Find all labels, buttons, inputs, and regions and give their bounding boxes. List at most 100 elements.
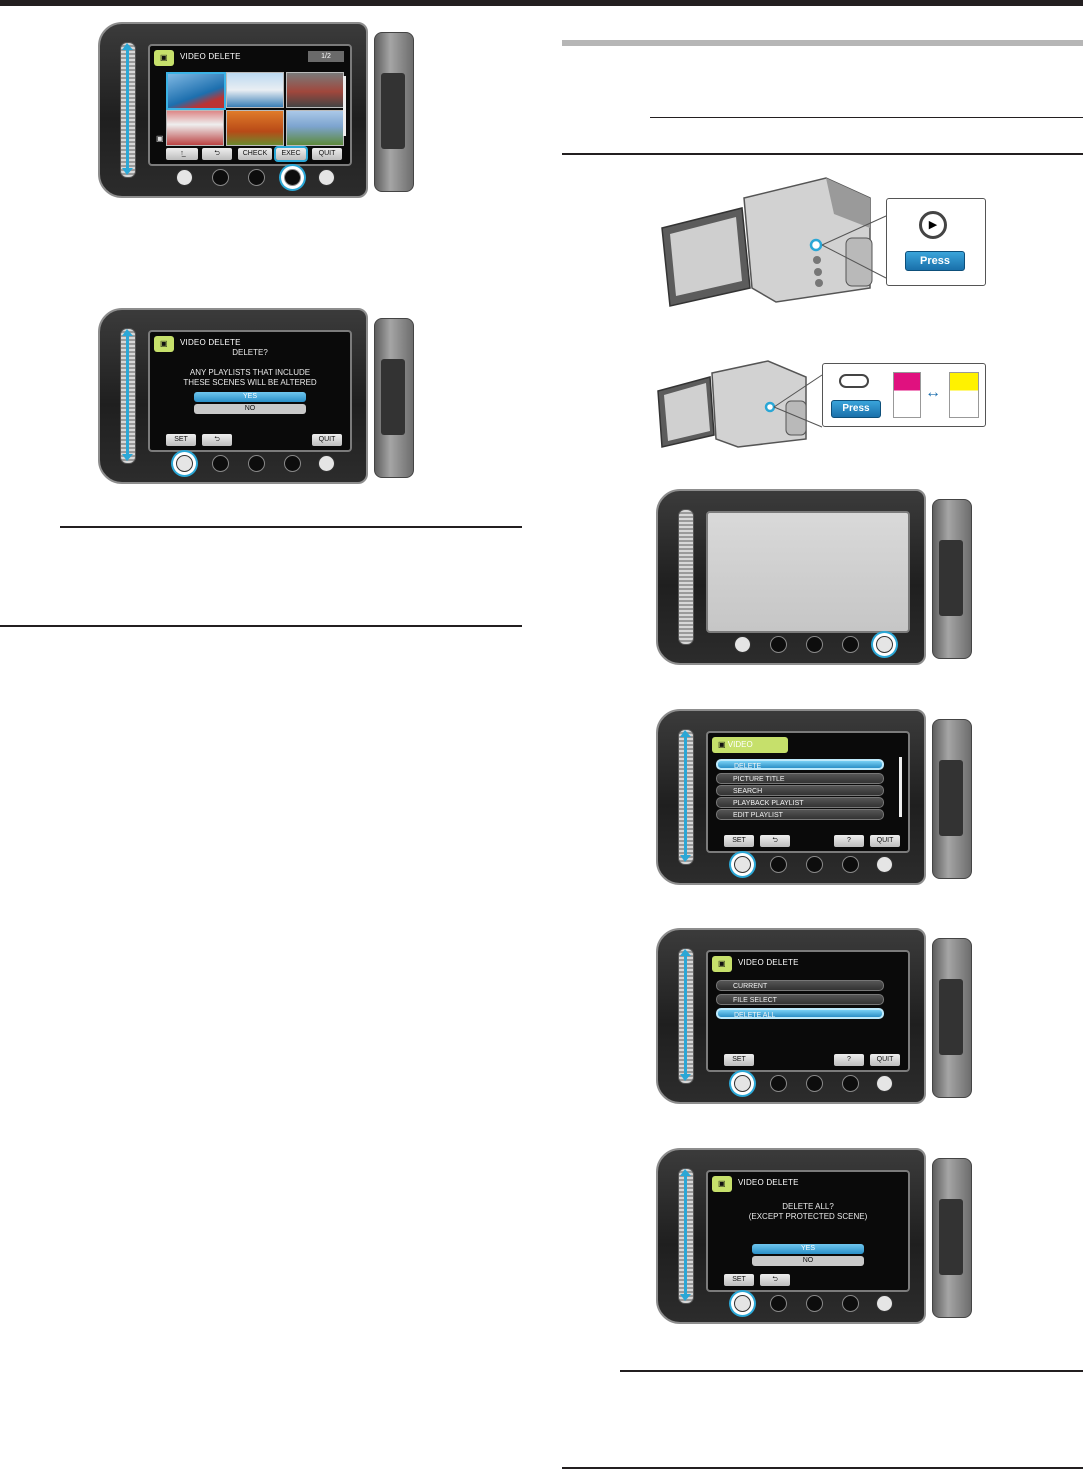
zoom-slider[interactable] [120,328,136,464]
thumbnail-3[interactable] [286,72,344,108]
lcd-button-4[interactable] [284,455,301,472]
softkey-check[interactable]: CHECK [238,148,272,160]
ok-button[interactable] [734,636,751,653]
zoom-slider[interactable] [678,1168,694,1304]
softkey-quit[interactable]: QUIT [870,1054,900,1066]
camera-lcd-video-menu: ▣ VIDEO DELETE PICTURE TITLE SEARCH PLAY… [656,709,986,889]
thumbnail-2[interactable] [226,72,284,108]
lcd-button-4[interactable] [842,1075,859,1092]
lcd-button-4[interactable] [842,856,859,873]
softkey-help[interactable]: ? [834,835,864,847]
camera-lcd-delete-all-confirm: ▣ VIDEO DELETE DELETE ALL? (EXCEPT PROTE… [656,1148,986,1328]
lcd-button-3[interactable] [806,1075,823,1092]
lcd-button-2[interactable] [770,1295,787,1312]
softkey-back[interactable]: ⮌ [202,434,232,446]
zoom-slider[interactable] [678,948,694,1084]
lcd-button-3[interactable] [806,636,823,653]
option-delete-all[interactable]: DELETE ALL [716,1008,884,1019]
ok-button[interactable] [734,1075,751,1092]
camera-lcd-delete-options: ▣ VIDEO DELETE CURRENT FILE SELECT DELET… [656,928,986,1108]
menu-button[interactable] [876,636,893,653]
lcd-screen: ▣ VIDEO DELETE DELETE? ANY PLAYLISTS THA… [148,330,352,452]
lcd-button-3[interactable] [248,169,265,186]
confirm-line-1: ANY PLAYLISTS THAT INCLUDE [150,368,350,377]
page-indicator: 1/2 [308,51,344,62]
lcd-button-2[interactable] [212,169,229,186]
menu-item-edit-playlist[interactable]: EDIT PLAYLIST [716,809,884,820]
softkey-help[interactable]: ? [834,1054,864,1066]
confirm-question: DELETE ALL? [708,1202,908,1211]
menu-item-search[interactable]: SEARCH [716,785,884,796]
menu-button[interactable] [876,1295,893,1312]
screen-title: VIDEO DELETE [738,958,799,967]
menu-item-delete[interactable]: DELETE [716,759,884,770]
mode-button-icon[interactable] [839,374,869,388]
ok-button[interactable] [734,1295,751,1312]
camera-lcd-menu-press [656,489,986,669]
screen-title: VIDEO DELETE [180,338,241,347]
lcd-button-3[interactable] [806,856,823,873]
scrollbar[interactable] [343,76,346,136]
softkey-quit[interactable]: QUIT [312,148,342,160]
zoom-slider[interactable] [678,509,694,645]
yes-option[interactable]: YES [752,1244,864,1254]
ok-button[interactable] [176,169,193,186]
menu-item-picture-title[interactable]: PICTURE TITLE [716,773,884,784]
trash-icon: ▣ [156,134,164,143]
thumbnail-6[interactable] [286,110,344,146]
lcd-button-3[interactable] [248,455,265,472]
lcd-button-4[interactable] [284,169,301,186]
press-label: Press [905,251,965,271]
lcd-button-3[interactable] [806,1295,823,1312]
lcd-button-2[interactable] [212,455,229,472]
no-option[interactable]: NO [752,1256,864,1266]
softkey-quit[interactable]: QUIT [870,835,900,847]
zoom-slider[interactable] [120,42,136,178]
softkey-back[interactable]: ⮌ [760,835,790,847]
camcorder-side-drawing [656,355,826,455]
softkey-set[interactable]: SET [166,434,196,446]
video-tab-label: VIDEO [728,740,753,749]
softkey-quit[interactable]: QUIT [312,434,342,446]
thumbnail-4[interactable] [166,110,224,146]
thumbnail-5[interactable] [226,110,284,146]
video-mode-icon: ▣ [154,50,174,66]
yes-option[interactable]: YES [194,392,306,402]
illus-open-lcd: ▶ Press [656,168,986,313]
caution-rule [650,117,1083,118]
softkey-delete[interactable]: ↑̲ [166,148,198,160]
softkey-set[interactable]: SET [724,1054,754,1066]
lcd-button-4[interactable] [842,636,859,653]
menu-button[interactable] [876,856,893,873]
camera-lcd-file-select: ▣ VIDEO DELETE 1/2 ▣ ↑̲ ⮌ CHECK EXEC QUI… [98,22,428,202]
zoom-slider[interactable] [678,729,694,865]
lcd-screen: ▣ VIDEO DELETE PICTURE TITLE SEARCH PLAY… [706,731,910,853]
softkey-set[interactable]: SET [724,1274,754,1286]
playback-button-icon[interactable]: ▶ [919,211,947,239]
option-file-select[interactable]: FILE SELECT [716,994,884,1005]
lcd-button-4[interactable] [842,1295,859,1312]
no-option[interactable]: NO [194,404,306,414]
lcd-button-2[interactable] [770,1075,787,1092]
softkey-back[interactable]: ⮌ [760,1274,790,1286]
menu-button[interactable] [318,169,335,186]
video-mode-icon [893,372,921,418]
softkey-exec[interactable]: EXEC [276,148,306,160]
memo-rule-right-top [620,1370,1083,1372]
confirm-note: (EXCEPT PROTECTED SCENE) [708,1212,908,1221]
playback-button-callout: ▶ Press [886,198,986,286]
option-current[interactable]: CURRENT [716,980,884,991]
thumbnail-1[interactable] [166,72,226,110]
softkey-back[interactable]: ⮌ [202,148,232,160]
menu-item-playback-playlist[interactable]: PLAYBACK PLAYLIST [716,797,884,808]
memo-rule-bottom [0,625,522,627]
softkey-set[interactable]: SET [724,835,754,847]
menu-button[interactable] [876,1075,893,1092]
lcd-button-2[interactable] [770,636,787,653]
ok-button[interactable] [176,455,193,472]
lcd-screen: ▣ VIDEO DELETE 1/2 ▣ ↑̲ ⮌ CHECK EXEC QUI… [148,44,352,166]
ok-button[interactable] [734,856,751,873]
lcd-button-2[interactable] [770,856,787,873]
menu-button[interactable] [318,455,335,472]
scrollbar[interactable] [899,757,902,817]
